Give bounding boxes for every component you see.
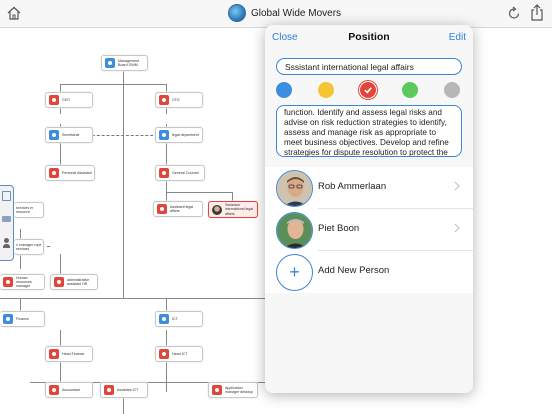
org-chart-canvas[interactable]: Management Board GWM CEO CFO Secretariat… — [0, 29, 552, 414]
panel-title: Position — [348, 31, 390, 43]
org-node-label: Human resources manager — [16, 275, 32, 289]
person-name: Rob Ammerlaan — [318, 181, 387, 192]
side-toolbar[interactable] — [0, 185, 14, 261]
divider — [318, 208, 473, 209]
org-node[interactable]: Accountant — [45, 382, 93, 398]
position-icon — [105, 58, 115, 68]
color-swatch-green[interactable] — [402, 82, 418, 98]
org-node-label: CEO — [62, 97, 70, 102]
org-node[interactable]: services er resource — [14, 202, 44, 218]
org-node-label: General Counsel — [172, 170, 199, 175]
person-icon — [49, 95, 59, 105]
description-field[interactable]: function. Identify and assess legal risk… — [276, 105, 462, 157]
person-icon — [49, 168, 59, 178]
add-person-label: Add New Person — [318, 265, 390, 276]
person-icon — [49, 349, 59, 359]
org-node-label: legal department — [172, 132, 199, 137]
color-swatch-gray[interactable] — [444, 82, 460, 98]
org-node-label: n manager rope services — [16, 242, 42, 251]
org-node[interactable]: Finance — [0, 311, 45, 327]
person-icon — [159, 349, 169, 359]
person-photo-icon — [212, 204, 222, 215]
person-name: Piet Boon — [318, 223, 360, 234]
org-node[interactable]: n manager rope services — [14, 239, 44, 255]
color-swatch-red[interactable] — [360, 82, 376, 98]
org-node[interactable]: legal department — [155, 127, 203, 143]
org-node-label: Finance — [16, 316, 29, 321]
list-icon[interactable] — [2, 191, 11, 201]
org-node-label: Management Board GWM — [118, 58, 139, 67]
position-icon — [3, 314, 13, 324]
org-node-label: ICT — [172, 316, 178, 321]
person-icon[interactable] — [3, 238, 10, 248]
org-node-label: Assistant legal affairs — [170, 204, 194, 213]
org-node[interactable]: Personal Assistant — [45, 165, 95, 181]
app-logo-icon — [228, 4, 246, 22]
org-node[interactable]: Application manager desktop — [208, 382, 258, 398]
position-icon — [159, 130, 169, 140]
org-node-label: administrative assistant HR — [67, 277, 90, 286]
org-node[interactable]: Assistant legal affairs — [153, 201, 203, 217]
org-node-label: Sssistant international legal affairs — [225, 203, 254, 216]
position-panel: Close Position Edit Sssistant internatio… — [265, 25, 473, 393]
avatar — [276, 170, 313, 207]
org-node[interactable]: Human resources manager — [0, 274, 45, 290]
org-node-label: Secretariat — [62, 132, 80, 137]
person-icon — [159, 95, 169, 105]
edit-button[interactable]: Edit — [448, 32, 466, 43]
close-button[interactable]: Close — [272, 32, 298, 43]
person-icon — [54, 277, 64, 287]
org-node[interactable]: ICT — [155, 311, 203, 327]
position-icon — [49, 130, 59, 140]
org-node[interactable]: General Counsel — [155, 165, 205, 181]
divider — [318, 250, 473, 251]
org-node-selected[interactable]: Sssistant international legal affairs — [208, 201, 258, 218]
org-node-label: Personal Assistant — [62, 170, 92, 175]
description-text: function. Identify and assess legal risk… — [284, 108, 449, 157]
org-node[interactable]: CFO — [155, 92, 203, 108]
person-icon — [49, 385, 59, 395]
top-toolbar: Global Wide Movers — [0, 0, 552, 28]
org-node[interactable]: CEO — [45, 92, 93, 108]
panel-header: Close Position Edit — [265, 25, 473, 51]
person-icon — [104, 385, 114, 395]
layers-icon[interactable] — [2, 216, 11, 222]
chevron-right-icon — [454, 181, 460, 191]
assigned-people-list: Rob Ammerlaan Piet Boon — [265, 167, 473, 293]
person-row[interactable]: Rob Ammerlaan — [265, 167, 473, 209]
org-node[interactable]: Head Finance — [45, 346, 93, 362]
person-row[interactable]: Piet Boon — [265, 209, 473, 251]
org-node-label: services er resource — [16, 205, 34, 214]
org-node[interactable]: Secretariat — [45, 127, 93, 143]
org-node-label: Head ICT — [172, 351, 188, 356]
person-icon — [212, 385, 222, 395]
chevron-right-icon — [454, 223, 460, 233]
add-person-row[interactable]: + Add New Person — [265, 251, 473, 293]
org-node[interactable]: Assistant ICT — [100, 382, 148, 398]
position-icon — [159, 314, 169, 324]
org-node-label: CFO — [172, 97, 180, 102]
color-swatch-blue[interactable] — [276, 82, 292, 98]
org-node-label: Accountant — [62, 387, 80, 392]
checkmark-icon — [364, 87, 372, 94]
app-title: Global Wide Movers — [251, 8, 342, 19]
avatar — [276, 212, 313, 249]
refresh-icon[interactable] — [506, 5, 522, 21]
org-node[interactable]: Head ICT — [155, 346, 203, 362]
person-icon — [3, 277, 13, 287]
person-icon — [159, 168, 169, 178]
color-swatch-yellow[interactable] — [318, 82, 334, 98]
org-node[interactable]: administrative assistant HR — [50, 274, 98, 290]
org-node-label: Head Finance — [62, 351, 85, 356]
plus-icon[interactable]: + — [276, 254, 313, 291]
position-title-field[interactable]: Sssistant international legal affairs — [276, 58, 462, 75]
org-node[interactable]: Management Board GWM — [101, 55, 148, 71]
home-icon[interactable] — [6, 5, 22, 21]
share-icon[interactable] — [529, 4, 545, 22]
org-node-label: Assistant ICT — [117, 387, 139, 392]
person-icon — [157, 204, 167, 214]
org-node-label: Application manager desktop — [225, 385, 253, 394]
